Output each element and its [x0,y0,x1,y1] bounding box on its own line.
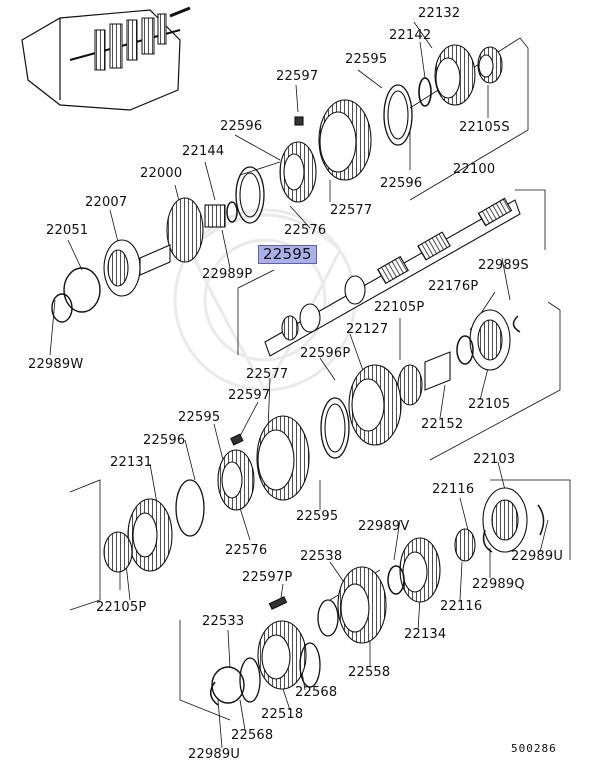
part-number-22596P[interactable]: 22596P [300,346,351,361]
part-number-22127[interactable]: 22127 [346,322,389,337]
part-number-22176P[interactable]: 22176P [428,279,479,294]
middle-assembly [103,309,521,573]
diagram-id: 500286 [511,742,557,755]
part-number-22597[interactable]: 22597 [228,388,271,403]
part-number-22538[interactable]: 22538 [300,549,343,564]
part-number-22105P[interactable]: 22105P [374,300,425,315]
part-number-22568[interactable]: 22568 [295,685,338,700]
part-number-22105S[interactable]: 22105S [459,120,510,135]
part-number-22568[interactable]: 22568 [231,728,274,743]
lower-assembly [209,487,545,706]
part-number-22576[interactable]: 22576 [225,543,268,558]
part-number-22533[interactable]: 22533 [202,614,245,629]
part-number-22152[interactable]: 22152 [421,417,464,432]
part-number-22144[interactable]: 22144 [182,144,225,159]
part-number-22000[interactable]: 22000 [140,166,183,181]
upper-assembly [51,44,503,323]
part-number-22595[interactable]: 22595 [178,410,221,425]
part-number-22989S[interactable]: 22989S [478,258,529,273]
part-number-22116[interactable]: 22116 [440,599,483,614]
part-number-22576[interactable]: 22576 [284,223,327,238]
part-number-22577[interactable]: 22577 [246,367,289,382]
part-number-22577[interactable]: 22577 [330,203,373,218]
part-number-22051[interactable]: 22051 [46,223,89,238]
part-number-22007[interactable]: 22007 [85,195,128,210]
part-number-22597[interactable]: 22597 [276,69,319,84]
part-number-22989U[interactable]: 22989U [188,747,241,762]
part-number-22105[interactable]: 22105 [468,397,511,412]
part-number-22596[interactable]: 22596 [380,176,423,191]
part-number-22105P[interactable]: 22105P [96,600,147,615]
part-number-22989U[interactable]: 22989U [511,549,564,564]
part-number-22595-highlighted[interactable]: 22595 [258,245,317,264]
part-number-22989V[interactable]: 22989V [358,519,410,534]
part-number-22103[interactable]: 22103 [473,452,516,467]
part-number-22116[interactable]: 22116 [432,482,475,497]
part-number-22518[interactable]: 22518 [261,707,304,722]
part-number-22142[interactable]: 22142 [389,28,432,43]
part-number-22100[interactable]: 22100 [453,162,496,177]
part-number-22596[interactable]: 22596 [143,433,186,448]
part-number-22989Q[interactable]: 22989Q [472,577,525,592]
part-number-22597P[interactable]: 22597P [242,570,293,585]
part-number-22595[interactable]: 22595 [345,52,388,67]
part-number-22134[interactable]: 22134 [404,627,447,642]
part-number-22558[interactable]: 22558 [348,665,391,680]
part-number-22132[interactable]: 22132 [418,6,461,21]
part-number-22989P[interactable]: 22989P [202,267,253,282]
part-number-22595[interactable]: 22595 [296,509,339,524]
part-number-22131[interactable]: 22131 [110,455,153,470]
transmission-housing [21,6,191,111]
part-number-22989W[interactable]: 22989W [28,357,84,372]
part-number-22596[interactable]: 22596 [220,119,263,134]
main-shaft [264,197,521,357]
